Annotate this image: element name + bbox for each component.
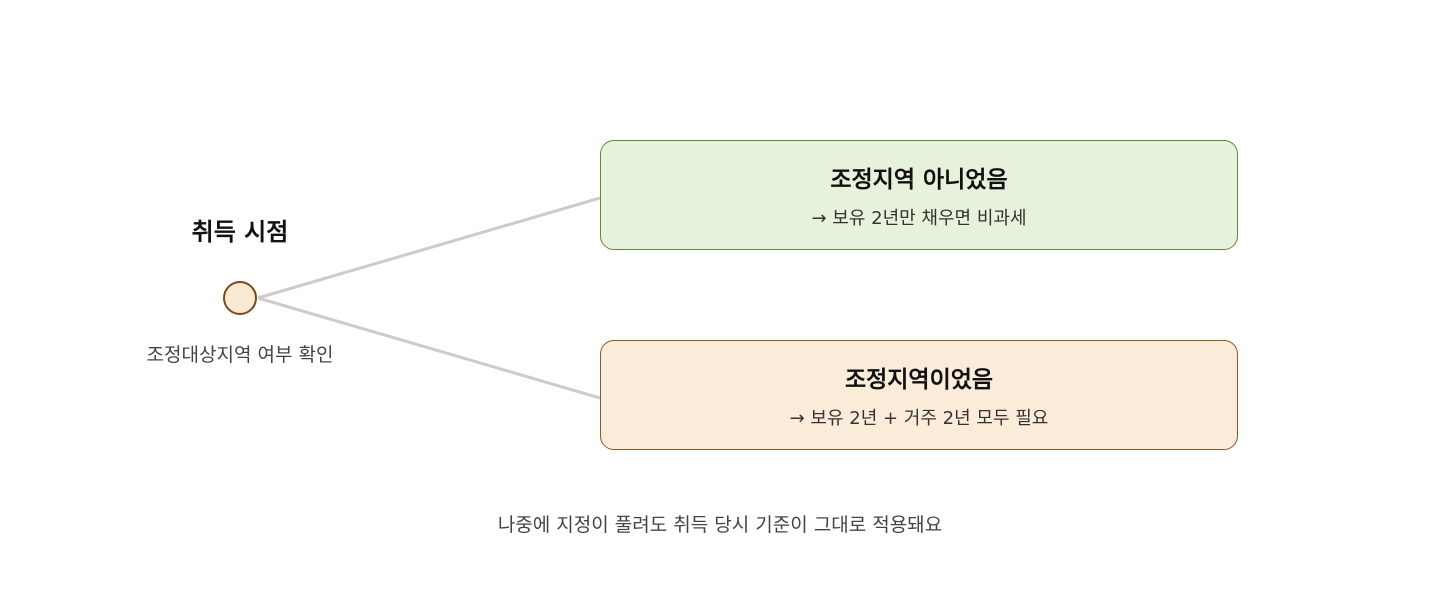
branch-adjusted-box: 조정지역이었음 → 보유 2년 + 거주 2년 모두 필요 — [600, 340, 1238, 450]
branch-not-adjusted-box: 조정지역 아니었음 → 보유 2년만 채우면 비과세 — [600, 140, 1238, 250]
origin-caption: 조정대상지역 여부 확인 — [146, 344, 334, 366]
branch-title: 조정지역이었음 — [844, 367, 994, 393]
footnote: 나중에 지정이 풀려도 취득 당시 기준이 그대로 적용돼요 — [497, 514, 943, 536]
origin-title: 취득 시점 — [191, 218, 289, 246]
connector-to-not-adjusted — [257, 196, 601, 300]
branch-title: 조정지역 아니었음 — [830, 167, 1008, 193]
branch-detail: → 보유 2년 + 거주 2년 모두 필요 — [789, 408, 1049, 429]
connector-to-adjusted — [257, 296, 601, 400]
branch-detail: → 보유 2년만 채우면 비과세 — [811, 208, 1027, 229]
acquisition-node — [223, 281, 257, 315]
